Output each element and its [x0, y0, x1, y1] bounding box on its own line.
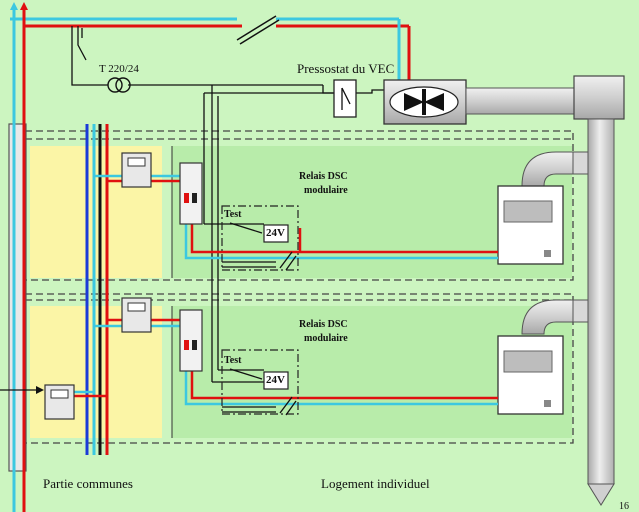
- floor-1-wiring: [94, 174, 498, 260]
- breaker-2-black: [192, 340, 197, 350]
- dsc-unit-1-led: [544, 250, 551, 257]
- transformer-label: T 220/24: [99, 63, 139, 75]
- duct-riser: [587, 118, 615, 485]
- breaker-1: [179, 162, 203, 225]
- relay-unit-2-subtitle: modulaire: [304, 333, 348, 344]
- fan-blades: [404, 89, 444, 115]
- relay-24v-box-2: [263, 371, 289, 390]
- relay-contacts: [222, 222, 297, 416]
- transformer-symbol: [107, 77, 131, 93]
- dsc-unit-2-led: [544, 400, 551, 407]
- common-area-label: Partie communes: [43, 476, 133, 491]
- duct-stub-2: [572, 299, 589, 323]
- breaker-1-red: [184, 193, 189, 203]
- page-number: 16: [619, 501, 629, 512]
- meter-box-common-window: [50, 389, 69, 399]
- common-feed-arrowhead: [36, 386, 44, 394]
- relay-unit-1-subtitle: modulaire: [304, 185, 348, 196]
- floor-2-wiring: [61, 318, 498, 406]
- breaker-2: [179, 309, 203, 372]
- main-switch: [236, 15, 280, 45]
- riser-arrow-neutral: [10, 2, 18, 10]
- duct-header: [573, 75, 625, 120]
- dsc-unit-2: [497, 335, 564, 415]
- dsc-unit-1: [497, 185, 564, 265]
- breaker-1-black: [192, 193, 197, 203]
- duct-stub-1: [572, 151, 589, 175]
- meter-box-2-window: [127, 302, 146, 312]
- relay-unit-1-title: Relais DSC: [299, 171, 348, 182]
- pressostat-box: [333, 79, 357, 118]
- dsc-unit-1-display: [503, 200, 553, 223]
- meter-box-1-window: [127, 157, 146, 167]
- dsc-unit-2-display: [503, 350, 553, 373]
- breaker-2-red: [184, 340, 189, 350]
- duct-elbow-2: [521, 299, 589, 335]
- voltage-label-1: 24V: [266, 227, 285, 239]
- duct-horizontal: [465, 87, 575, 115]
- voltage-label-2: 24V: [266, 374, 285, 386]
- test-label-1: Test: [224, 209, 242, 220]
- relay-unit-2-title: Relais DSC: [299, 319, 348, 330]
- relay-module-1: [221, 205, 299, 271]
- relay-24v-box-1: [263, 224, 289, 243]
- floor-boundaries: [24, 130, 574, 444]
- private-dwelling-label: Logement individuel: [321, 476, 430, 491]
- control-wiring: [71, 26, 384, 383]
- riser-arrow-phase: [20, 2, 28, 10]
- relay-module-2: [221, 349, 299, 415]
- pressostat-label: Pressostat du VEC: [297, 61, 395, 76]
- test-label-2: Test: [224, 355, 242, 366]
- pressostat-contact: [341, 87, 351, 110]
- duct-riser-tip: [587, 483, 615, 506]
